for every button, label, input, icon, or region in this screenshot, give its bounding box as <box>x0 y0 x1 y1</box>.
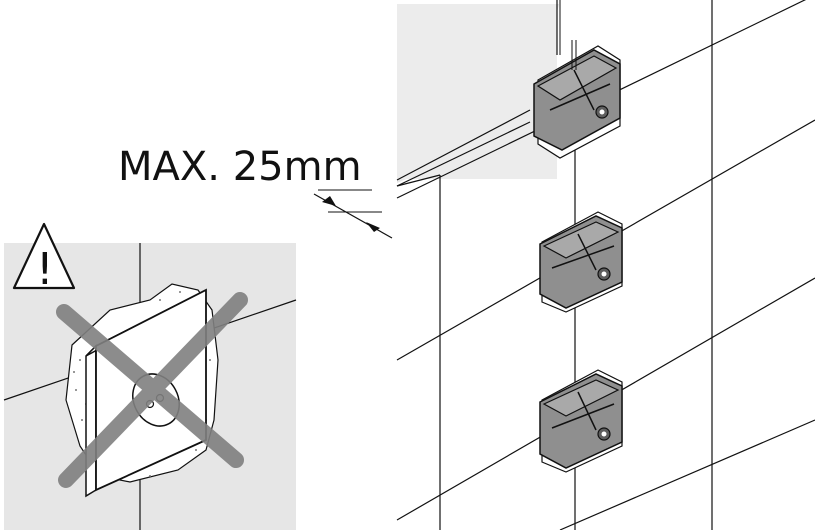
tile-corner <box>396 174 441 187</box>
junction-box <box>533 40 621 159</box>
junction-box <box>539 211 623 313</box>
switch-plate-side <box>85 344 97 498</box>
junction-box <box>539 369 623 473</box>
incorrect-installation-panel: ! <box>3 222 297 530</box>
back-wall <box>397 4 557 179</box>
cross-out-icon <box>56 292 248 488</box>
tiled-wall-panel <box>396 0 815 530</box>
tile-edge-inner <box>396 121 531 187</box>
tile-edge <box>396 109 531 181</box>
dimension-arrow-icon <box>322 196 336 206</box>
dimension-label: MAX. 25mm <box>118 144 362 190</box>
warning-symbol: ! <box>36 244 54 295</box>
dimension-marker: MAX. 25mm <box>118 144 393 239</box>
grout-horizontal <box>559 419 815 530</box>
warning-triangle-icon: ! <box>12 222 76 295</box>
dimension-arrow-icon <box>366 222 380 232</box>
